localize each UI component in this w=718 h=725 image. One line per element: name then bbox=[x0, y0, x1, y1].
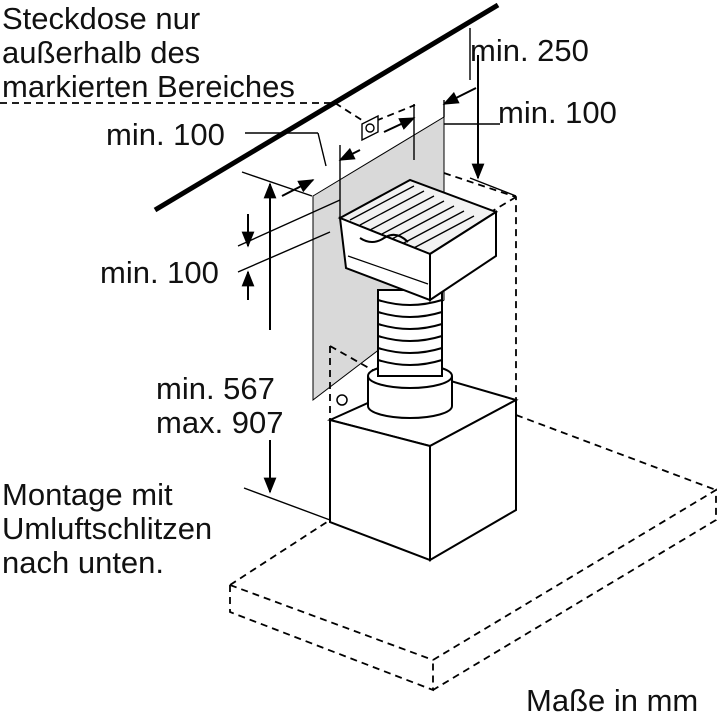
label-min-100-left: min. 100 bbox=[100, 255, 219, 290]
socket-note: Steckdose nur außerhalb des markierten B… bbox=[2, 2, 295, 104]
dim-min-100-top-left bbox=[245, 132, 361, 218]
socket-note-line-1: Steckdose nur bbox=[2, 1, 201, 36]
cooktop-outline bbox=[229, 414, 717, 692]
mounting-note-line-1: Montage mit bbox=[2, 477, 173, 512]
socket-note-line-2: außerhalb des bbox=[2, 35, 201, 70]
dim-height bbox=[241, 171, 331, 521]
socket-icon bbox=[361, 114, 379, 142]
label-min-100-right: min. 100 bbox=[498, 95, 617, 130]
height-range-label: min. 567 max. 907 bbox=[156, 372, 284, 440]
dim-min-100-right bbox=[383, 87, 500, 160]
label-height-min: min. 567 bbox=[156, 371, 275, 406]
mounting-note-line-2: Umluftschlitzen bbox=[2, 511, 213, 546]
socket-note-line-3: markierten Bereiches bbox=[2, 69, 295, 104]
mounting-note: Montage mit Umluftschlitzen nach unten. bbox=[2, 478, 212, 580]
recirculation-filter bbox=[337, 178, 499, 302]
dim-min-100-left bbox=[237, 199, 341, 300]
flex-duct bbox=[377, 289, 443, 377]
label-min-250: min. 250 bbox=[470, 33, 589, 68]
units-note: Maße in mm bbox=[526, 683, 699, 718]
ceiling-line bbox=[153, 2, 500, 213]
label-min-100-top-left: min. 100 bbox=[106, 117, 225, 152]
label-height-max: max. 907 bbox=[156, 405, 284, 440]
mounting-note-line-3: nach unten. bbox=[2, 545, 165, 580]
dim-min-250 bbox=[469, 28, 517, 197]
